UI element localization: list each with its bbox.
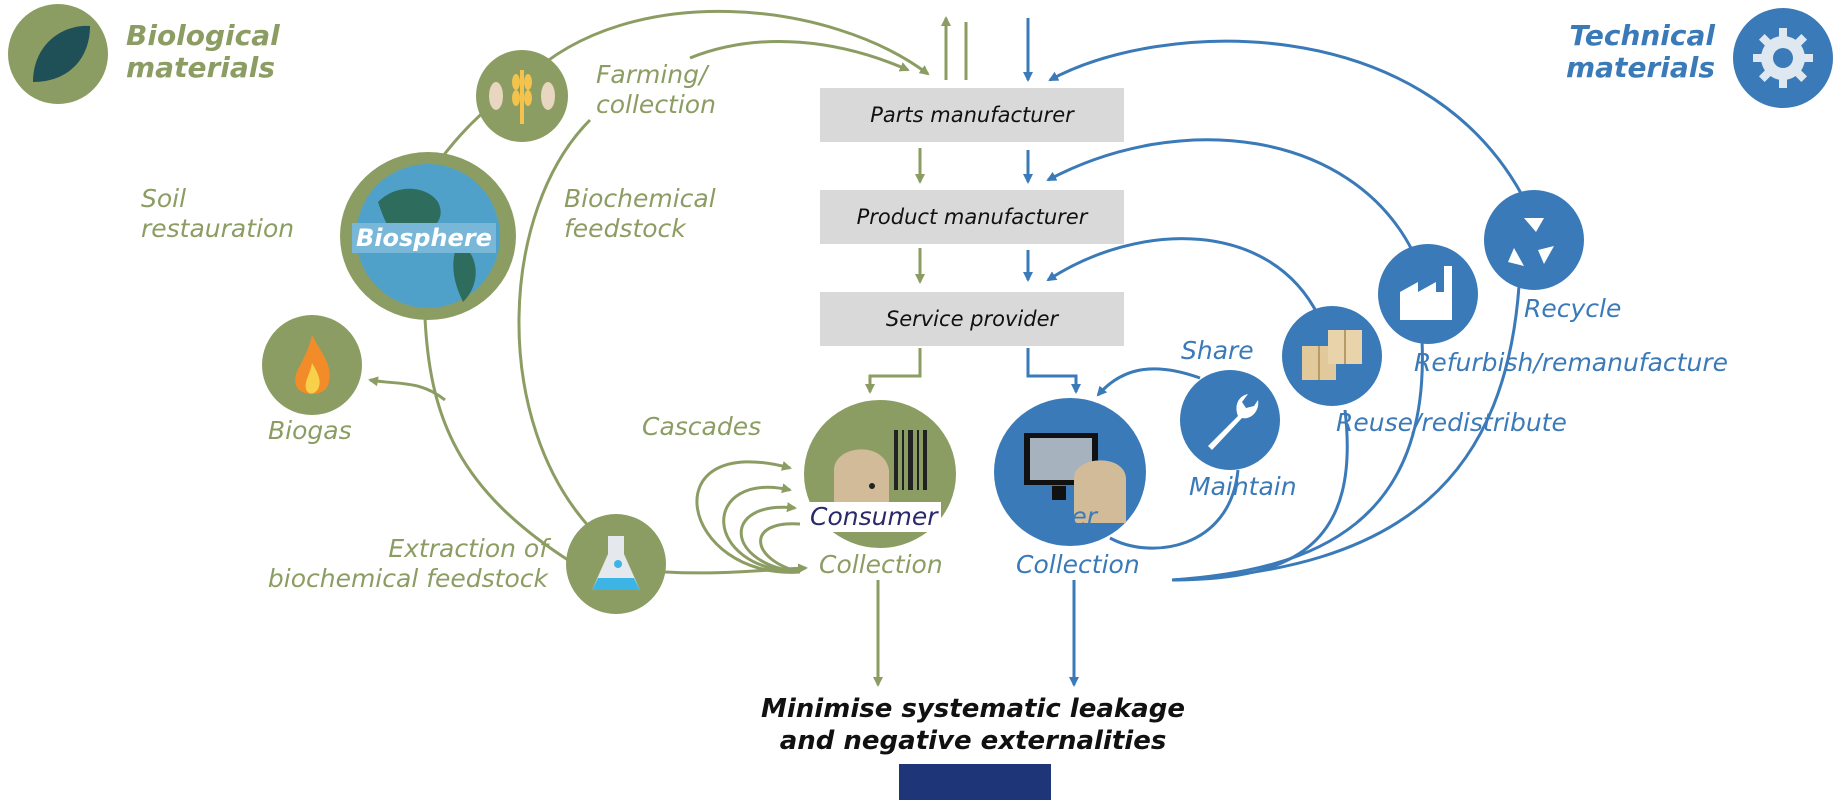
service-provider-box: Service provider [820,292,1124,346]
boxes-icon [1282,306,1382,406]
gear-icon [1733,8,1833,108]
eu-flag-block [899,764,1051,800]
parts-manufacturer-box: Parts manufacturer [820,88,1124,142]
maintain-label: Maintain [1189,472,1297,501]
biological-materials-title: Biological materials [126,19,280,84]
leaf-icon [8,4,108,104]
user-label: User [1040,502,1097,531]
wheat-fish-icon [476,50,568,142]
biogas-label: Biogas [268,416,352,445]
technical-materials-title: Technical materials [1565,19,1715,84]
wrench-icon [1180,370,1280,470]
factory-icon [1378,244,1478,344]
farming-collection-label: Farming/ collection [596,60,716,119]
bio-collection-label: Collection [819,550,943,579]
soil-restauration-label: Soil restauration [141,184,295,243]
flame-icon [262,315,362,415]
flask-icon [566,514,666,614]
outer-bio-arrow [525,9,930,80]
extraction-label: Extraction of biochemical feedstock [267,534,548,593]
biosphere-label: Biosphere [352,223,496,253]
recycle-icon [1484,190,1584,290]
biochemical-feedstock-label: Biochemical feedstock [564,184,716,243]
recycle-label: Recycle [1524,294,1622,323]
computer-icon [994,398,1146,546]
refurbish-remanufacture-label: Refurbish/remanufacture [1414,348,1728,377]
product-manufacturer-box: Product manufacturer [820,190,1124,244]
outcome-statement: Minimise systematic leakage and negative… [761,694,1185,756]
tech-collection-label: Collection [1016,550,1140,579]
reuse-redistribute-label: Reuse/redistribute [1336,408,1567,437]
share-label: Share [1181,336,1254,365]
farming-arrow [689,40,910,72]
cascades-label: Cascades [642,412,762,441]
consumer-label: Consumer [806,502,942,532]
